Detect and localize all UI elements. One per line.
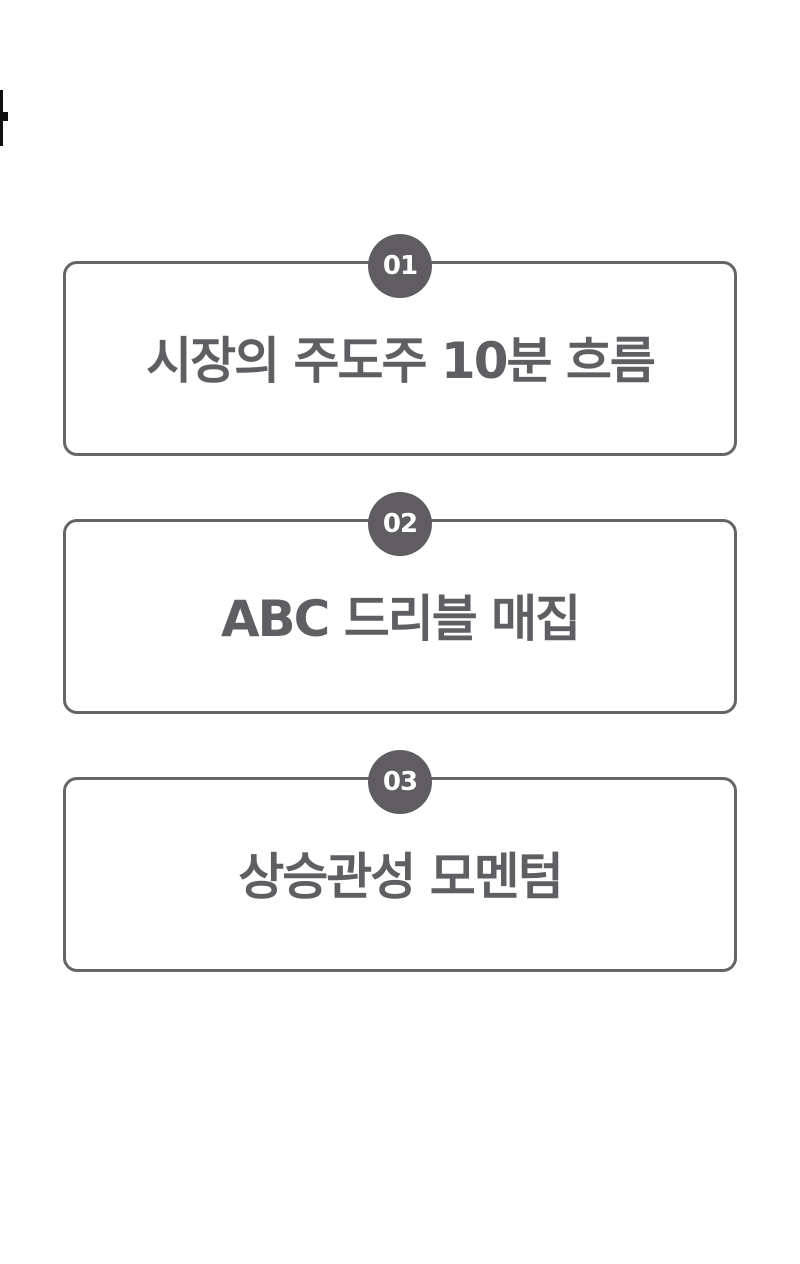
- clipped-heading-glyph: [0, 90, 8, 146]
- number-badge: 01: [368, 234, 432, 298]
- item-card-3: 03 상승관성 모멘텀: [63, 750, 737, 972]
- item-title: 시장의 주도주 10분 흐름: [146, 332, 656, 390]
- item-title: 상승관성 모멘텀: [238, 848, 563, 906]
- number-badge: 02: [368, 492, 432, 556]
- number-badge: 03: [368, 750, 432, 814]
- item-card-2: 02 ABC 드리블 매집: [63, 492, 737, 714]
- item-card-1: 01 시장의 주도주 10분 흐름: [63, 234, 737, 456]
- item-title: ABC 드리블 매집: [220, 590, 581, 648]
